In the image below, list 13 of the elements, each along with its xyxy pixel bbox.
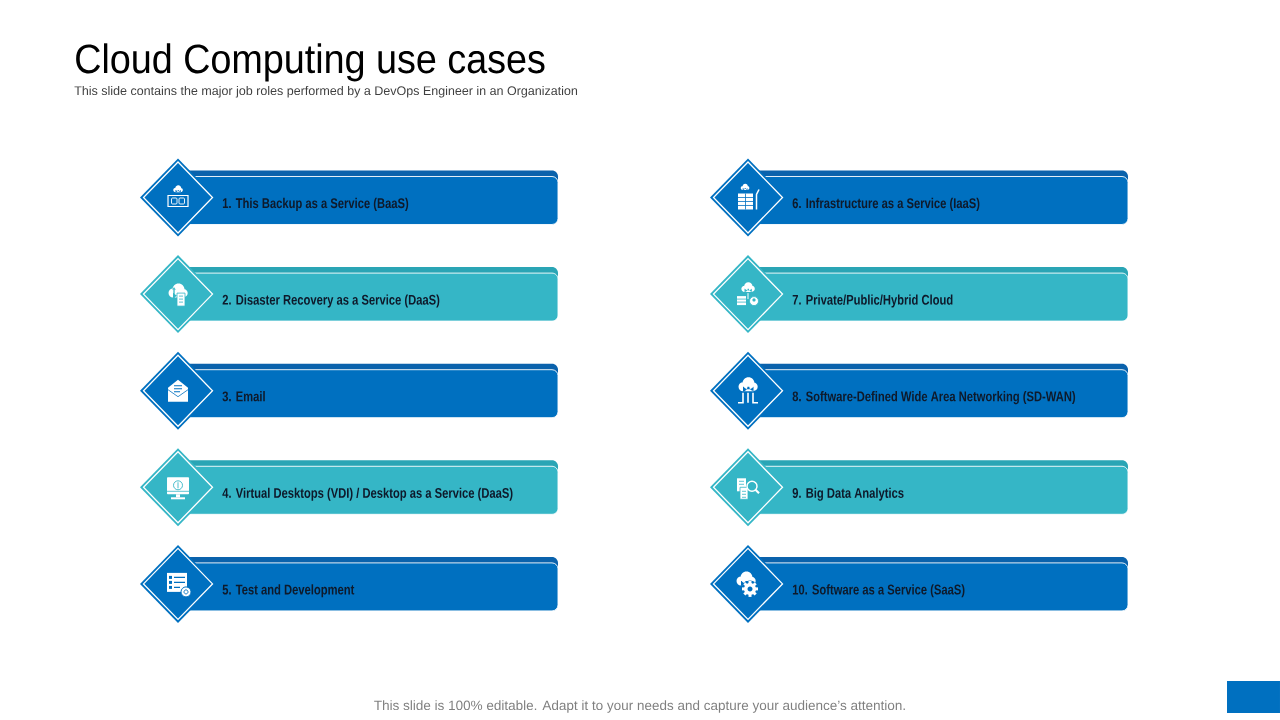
banner: 2. Disaster Recovery as a Service (DaaS) <box>182 267 559 322</box>
banner: 10. Software as a Service (SaaS) <box>752 556 1129 612</box>
banner: 9. Big Data Analytics <box>752 460 1129 515</box>
title: Cloud Computing use cases <box>76 43 545 82</box>
banner: 5. Test and Development <box>182 556 559 612</box>
footer-note: This slide is 100% editable. Adapt it to your needs and capture your audience’s attention. <box>374 700 905 713</box>
banner: 7. Private/Public/Hybrid Cloud <box>752 267 1129 322</box>
banner: 6. Infrastructure as a Service (IaaS) <box>752 170 1129 225</box>
banner: 1. This Backup as a Service (BaaS) <box>182 170 559 225</box>
banner: 3. Email <box>182 363 559 419</box>
subtitle: This slide contains the major job roles performed by a DevOps Engineer in an Organization <box>74 85 577 98</box>
banner: 8. Software-Defined Wide Area Networking (SD-WAN) <box>752 363 1129 419</box>
banner: 4. Virtual Desktops (VDI) / Desktop as a Service (DaaS) <box>182 460 559 515</box>
